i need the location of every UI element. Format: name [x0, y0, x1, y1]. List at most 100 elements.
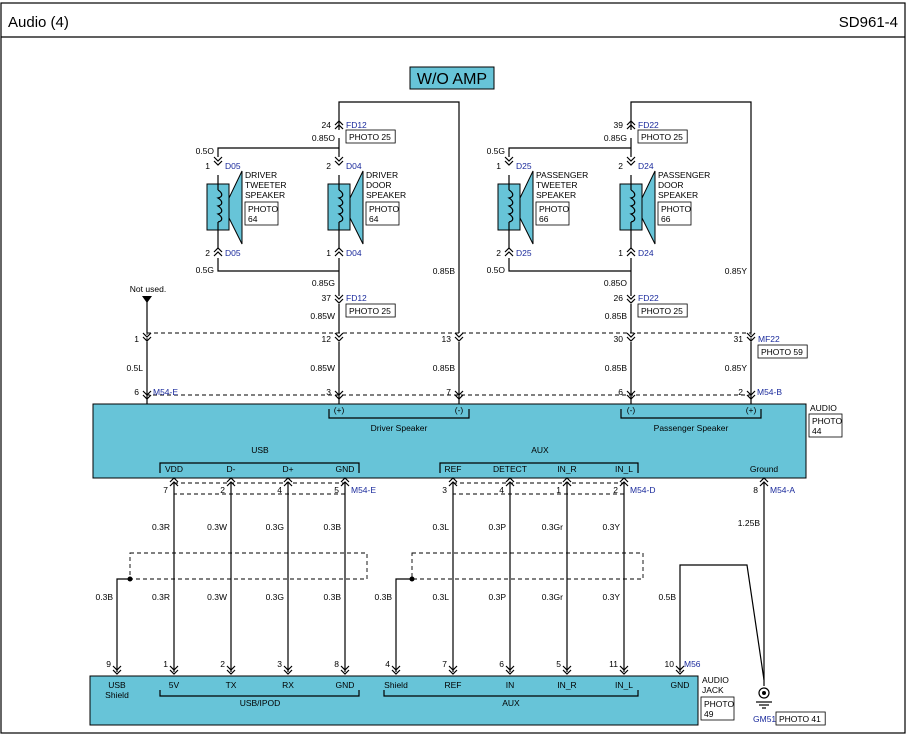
pin-number: 10 — [665, 659, 675, 669]
connector-chevron-icon — [448, 477, 458, 483]
connector-chevron-icon — [213, 156, 223, 162]
connector-id: D25 — [516, 161, 532, 171]
connector-chevron-icon — [226, 477, 236, 483]
connector-chevron-icon — [334, 294, 344, 300]
connector-chevron-icon — [448, 481, 458, 487]
pin-number: 1 — [134, 334, 139, 344]
connector-chevron-icon — [619, 477, 629, 483]
wire-label: 0.85W — [310, 311, 335, 321]
pin-number: 5 — [556, 659, 561, 669]
connector-chevron-icon — [334, 394, 344, 400]
pin-number: 5 — [334, 485, 339, 495]
connector-id: D24 — [638, 161, 654, 171]
audio-unit — [92, 403, 807, 479]
wire-label: 0.3B — [324, 592, 342, 602]
connector-id: D04 — [346, 161, 362, 171]
group-bracket — [159, 690, 360, 697]
group-bracket — [620, 409, 762, 419]
wire-label: 0.85Y — [725, 266, 748, 276]
pin-number: 6 — [618, 387, 623, 397]
pin-number: 39 — [614, 120, 624, 130]
jack-pin-label: RX — [282, 680, 294, 690]
photo-ref-text: PHOTO 25 — [349, 306, 391, 316]
speaker-name: DOOR — [658, 180, 684, 190]
photo-ref-text: PHOTO — [661, 204, 691, 214]
aux-pin-label: IN_L — [615, 464, 633, 474]
jack-pin-label: IN — [506, 680, 515, 690]
connector-chevron-icon — [334, 332, 344, 338]
connector-chevron-icon — [626, 120, 636, 126]
connector-chevron-icon — [626, 251, 636, 257]
wire-label: 0.5L — [126, 363, 143, 373]
connector-chevron-icon — [746, 394, 756, 400]
not-used-label: Not used. — [130, 284, 166, 294]
wire-label: 0.85Y — [725, 363, 748, 373]
photo-ref-box — [700, 696, 735, 721]
page-code: SD961-4 — [839, 14, 898, 31]
wire-label: 0.85B — [433, 363, 456, 373]
connector-chevron-icon — [562, 669, 572, 675]
speaker-name: PASSENGER — [658, 170, 710, 180]
connector-chevron-icon — [340, 669, 350, 675]
usb-ipod-group-label: USB/IPOD — [240, 698, 281, 708]
jack-pin-label: GND — [336, 680, 355, 690]
wire-label: 0.3Y — [603, 522, 621, 532]
driver-speaker-label: Driver Speaker — [371, 423, 428, 433]
wire-label: 0.3Y — [603, 592, 621, 602]
wire-label: 0.85G — [312, 278, 335, 288]
connector-chevron-icon — [340, 481, 350, 487]
connector-chevron-icon — [626, 336, 636, 342]
connector-chevron-icon — [142, 336, 152, 342]
pin-number: 2 — [618, 161, 623, 171]
wire-label: 0.3Gr — [542, 522, 563, 532]
connector-id: D05 — [225, 248, 241, 258]
photo-ref-box — [775, 711, 826, 726]
ground-pin-label: Ground — [750, 464, 779, 474]
connector-chevron-icon — [454, 390, 464, 396]
connector-chevron-icon — [283, 669, 293, 675]
pin-number: 8 — [753, 485, 758, 495]
speaker-cone-icon — [349, 170, 364, 245]
pin-number: 24 — [322, 120, 332, 130]
connector-chevron-icon — [626, 390, 636, 396]
group-bracket — [159, 462, 360, 473]
connector-id: M56 — [684, 659, 701, 669]
connector-chevron-icon — [112, 669, 122, 675]
photo-ref-box — [345, 129, 396, 144]
connector-chevron-icon — [626, 160, 636, 166]
connector-chevron-icon — [334, 247, 344, 253]
connector-chevron-icon — [626, 298, 636, 304]
speaker-name: PASSENGER — [536, 170, 588, 180]
connector-chevron-icon — [562, 665, 572, 671]
speaker-name: DRIVER — [366, 170, 398, 180]
connector-chevron-icon — [169, 481, 179, 487]
speaker-name: TWEETER — [245, 180, 287, 190]
connector-chevron-icon — [334, 298, 344, 304]
wire-label: 0.85O — [604, 278, 628, 288]
connector-chevron-icon — [226, 481, 236, 487]
photo-ref-box — [365, 201, 400, 226]
wire-label: 0.5B — [659, 592, 677, 602]
wire-label: 0.85B — [605, 311, 628, 321]
connector-chevron-icon — [626, 294, 636, 300]
wire-label: 0.3R — [152, 592, 170, 602]
jack-side-label: AUDIO — [702, 675, 729, 685]
connector-chevron-icon — [562, 477, 572, 483]
wire-label: 0.3P — [489, 592, 507, 602]
connector-chevron-icon — [626, 394, 636, 400]
connector-id: D24 — [638, 248, 654, 258]
usb-pin-label: GND — [336, 464, 355, 474]
connector-chevron-icon — [340, 665, 350, 671]
usb-pin-label: VDD — [165, 464, 183, 474]
speaker-coil-icon — [337, 189, 344, 223]
jack-pin-label: GND — [671, 680, 690, 690]
connector-chevron-icon — [213, 160, 223, 166]
photo-ref-text: 64 — [369, 214, 379, 224]
connector-id: M54-E — [351, 485, 376, 495]
speaker-name: DRIVER — [245, 170, 277, 180]
